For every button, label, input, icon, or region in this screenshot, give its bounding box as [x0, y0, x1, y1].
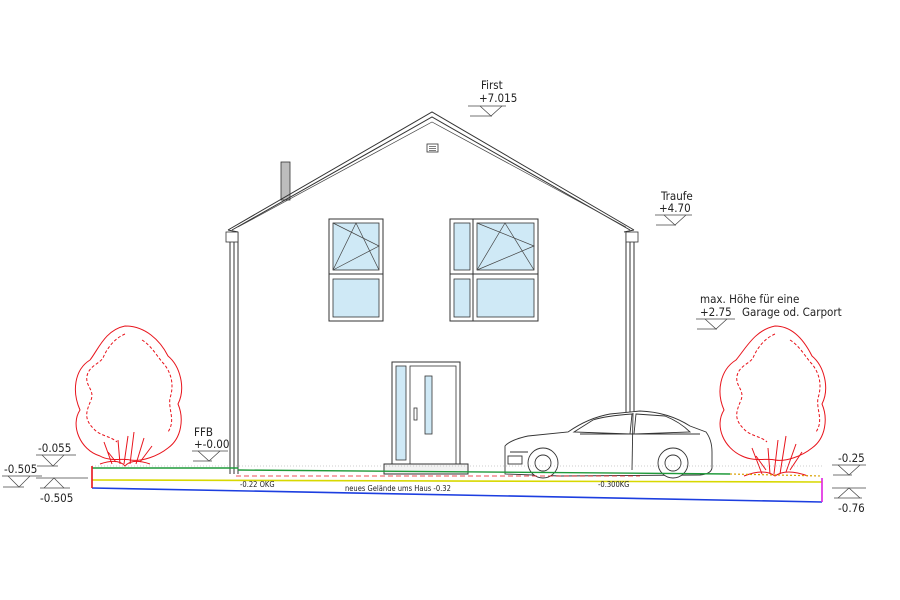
level-marker-left-bottom: -0.505 [36, 477, 88, 505]
tree-left [74, 325, 183, 467]
neues-gelaende-label: neues Gelände ums Haus -0.32 [345, 484, 451, 493]
okg-right-label: -0.300KG [598, 480, 629, 489]
door-handle-icon [413, 407, 418, 421]
roof-vent-icon [426, 143, 439, 153]
level-marker-left-mid: -0.505 [2, 462, 42, 488]
window-left [328, 218, 384, 322]
level-marker-first: First +7.015 [468, 78, 517, 117]
window-right [449, 218, 539, 322]
carport-label-2: Garage od. Carport [742, 305, 842, 319]
level-marker-right-top: -0.25 [832, 451, 866, 476]
car [504, 410, 713, 479]
okg-left-label: -0.22 OKG [240, 480, 275, 489]
first-label: First [481, 78, 503, 92]
house [225, 111, 639, 475]
ground-lines [91, 465, 823, 503]
ffb-label: FFB [194, 425, 213, 439]
tree-right [719, 325, 827, 477]
right-top-value: -0.25 [838, 451, 865, 465]
first-value: +7.015 [479, 91, 517, 105]
carport-label-1: max. Höhe für eine [700, 292, 799, 306]
carport-value: +2.75 [700, 305, 732, 319]
left-mid-value: -0.505 [4, 462, 37, 476]
roof [227, 111, 635, 233]
level-marker-right-bottom: -0.76 [832, 487, 866, 515]
ffb-value: +-0.00 [194, 437, 229, 451]
traufe-value: +4.70 [659, 201, 691, 215]
level-marker-carport: max. Höhe für eine +2.75 Garage od. Carp… [696, 292, 842, 330]
chimney [280, 161, 291, 201]
right-bottom-value: -0.76 [838, 501, 865, 515]
door-step [383, 463, 469, 475]
downpipe-left [225, 231, 239, 474]
level-marker-left-top: -0.055 [36, 441, 76, 467]
level-marker-traufe: Traufe +4.70 [655, 189, 693, 226]
entrance-door [383, 361, 469, 475]
left-top-value: -0.055 [38, 441, 71, 455]
level-marker-ffb: FFB +-0.00 [192, 425, 229, 462]
left-bottom-value: -0.505 [40, 491, 73, 505]
traufe-label: Traufe [660, 189, 693, 203]
